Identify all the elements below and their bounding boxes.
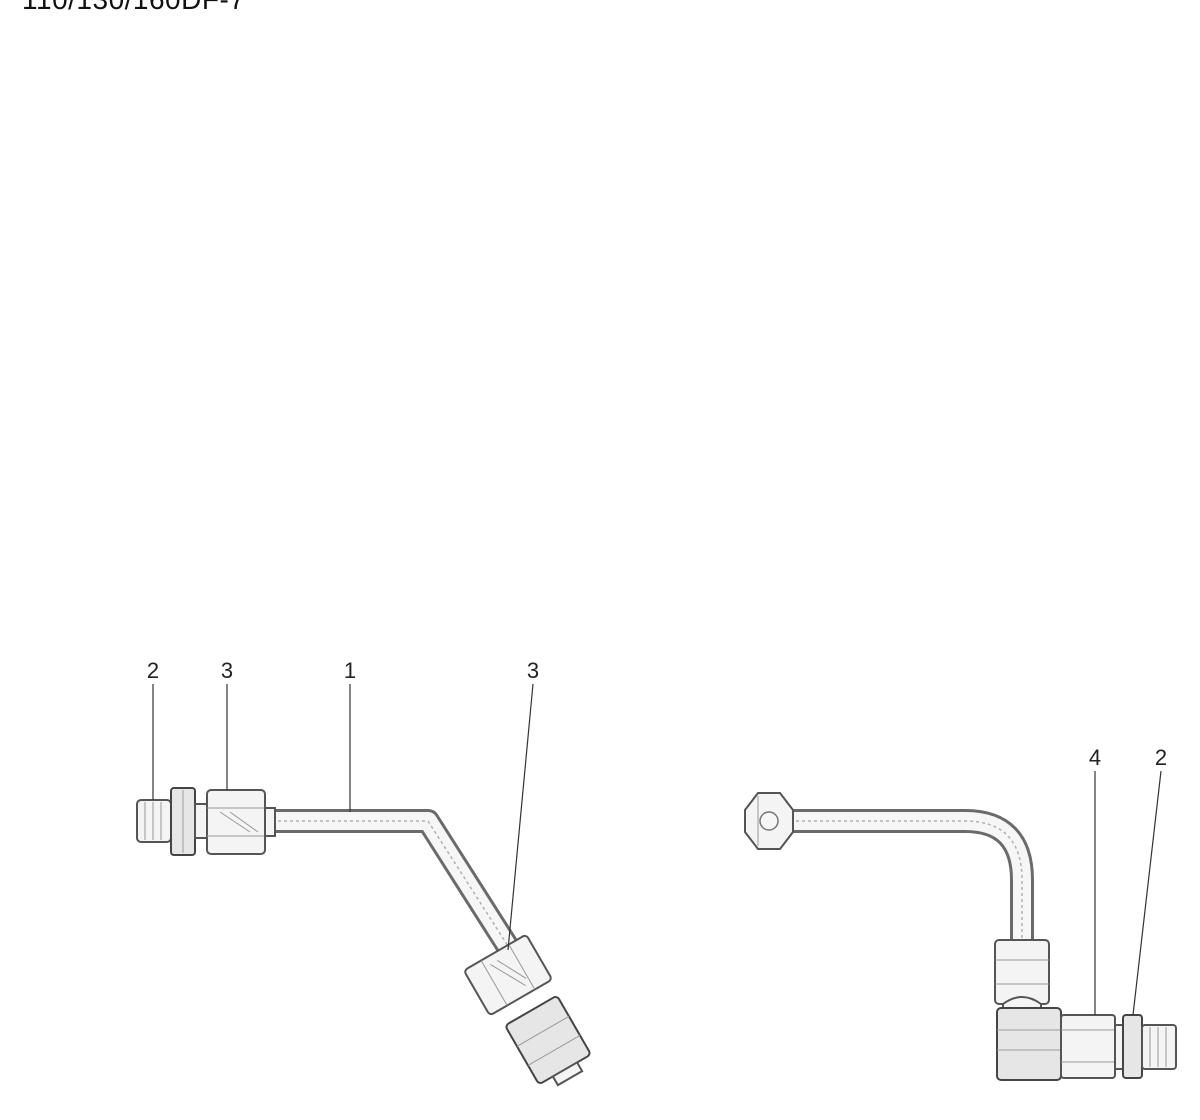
right-adapter-part-4 [1060,1014,1124,1079]
right-elbow-body [996,1007,1062,1081]
right-callouts: 4 2 [1089,745,1167,1016]
left-nut-part-3-lower [464,934,552,1016]
left-connector-part-2 [136,787,208,856]
page-title: 110/130/160DF-7 [22,0,245,16]
right-connector-part-2 [1122,1014,1177,1079]
callout-right-4: 4 [1089,745,1101,770]
right-nut [994,939,1050,1011]
left-callouts: 2 3 1 3 [147,658,539,951]
right-hex-end [744,792,794,850]
right-tube [756,809,1034,957]
left-nut-part-3-upper [206,789,276,855]
callout-left-1: 1 [344,658,356,683]
callout-left-3b: 3 [527,658,539,683]
left-tube-part-1 [256,809,522,962]
left-lower-fitting [505,996,591,1087]
callout-right-2: 2 [1155,745,1167,770]
right-pipe-assembly [744,792,1177,1081]
left-pipe-assembly [136,787,591,1087]
callout-left-3a: 3 [221,658,233,683]
callout-left-2: 2 [147,658,159,683]
